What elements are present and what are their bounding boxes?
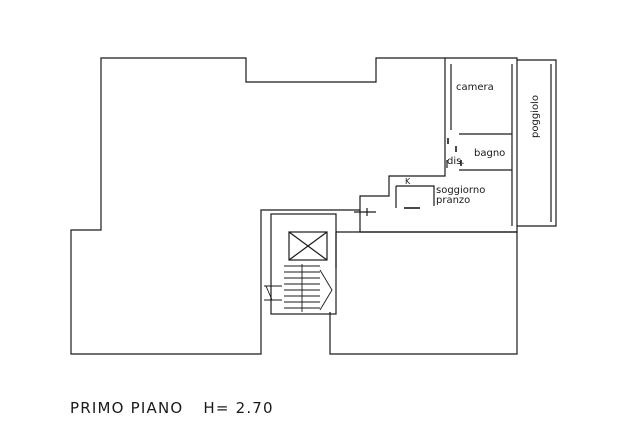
room-label-dis: dis. bbox=[447, 156, 465, 167]
room-label-camera: camera bbox=[456, 82, 494, 93]
elevator-shaft bbox=[288, 231, 328, 261]
kitchen-wall bbox=[396, 185, 435, 206]
floor-name: PRIMO PIANO bbox=[70, 399, 184, 417]
plan-caption: PRIMO PIANO H= 2.70 bbox=[70, 399, 274, 417]
ceiling-height: H= 2.70 bbox=[203, 399, 274, 417]
stair-arrow bbox=[319, 269, 333, 311]
lower-right-block bbox=[329, 231, 518, 355]
room-label-soggiorno: soggiorno bbox=[436, 185, 485, 196]
stair-landing bbox=[264, 285, 282, 301]
room-label-bagno: bagno bbox=[474, 148, 505, 159]
kitchen-mark: K bbox=[405, 177, 411, 186]
room-label-pranzo: pranzo bbox=[436, 195, 470, 206]
stair-core bbox=[270, 213, 337, 315]
outer-wall bbox=[70, 57, 446, 355]
elevator-cross-2 bbox=[288, 231, 328, 261]
room-label-poggiolo: poggiolo bbox=[530, 95, 541, 138]
balcony bbox=[517, 59, 557, 227]
